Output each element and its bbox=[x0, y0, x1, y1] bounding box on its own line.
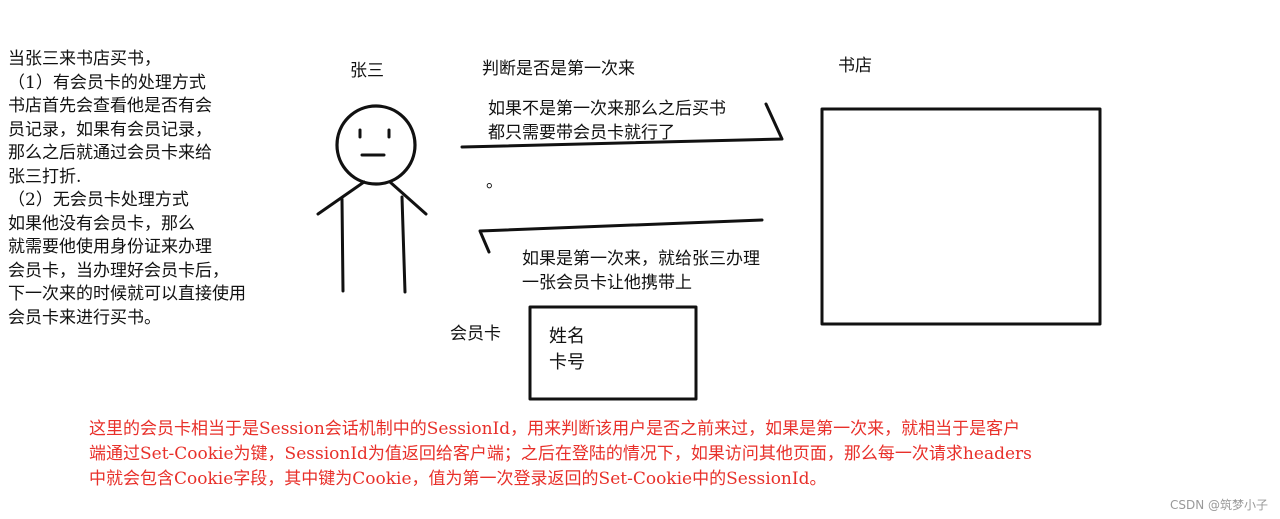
arrow-bottom-text: 如果是第一次来，就给张三办理 一张会员卡让他携带上 bbox=[522, 247, 760, 295]
arrow-bottom-line: 如果是第一次来，就给张三办理 bbox=[522, 249, 760, 269]
card-field-number: 卡号 bbox=[549, 352, 585, 373]
session-explanation: 这里的会员卡相当于是Session会话机制中的SessionId，用来判断该用户… bbox=[89, 417, 1032, 492]
shop-box bbox=[820, 107, 1102, 326]
member-card-box bbox=[528, 305, 698, 401]
arrow-to-person bbox=[478, 218, 764, 254]
note-line: 会员卡，当办理好会员卡后， bbox=[8, 260, 229, 281]
arrow-top-line: 都只需要带会员卡就行了 bbox=[488, 123, 675, 143]
question-label: 判断是否是第一次来 bbox=[482, 59, 635, 79]
note-line: 那么之后就通过会员卡来给 bbox=[8, 143, 212, 163]
left-notes: 当张三来书店买书， （1）有会员卡的处理方式 书店首先会查看他是否有会 员记录，… bbox=[8, 48, 246, 330]
arrow-bottom-line: 一张会员卡让他携带上 bbox=[522, 273, 692, 293]
person-head bbox=[335, 104, 417, 186]
person-label: 张三 bbox=[350, 61, 384, 81]
note-line: 下一次来的时候就可以直接使用 bbox=[8, 284, 246, 304]
explanation-line: 端通过Set-Cookie为键，SessionId为值返回给客户端；之后在登陆的… bbox=[89, 444, 1032, 464]
note-line: 会员卡来进行买书。 bbox=[8, 307, 161, 328]
arrow-to-shop bbox=[460, 102, 784, 149]
explanation-line: 这里的会员卡相当于是Session会话机制中的SessionId，用来判断该用户… bbox=[89, 419, 1021, 439]
card-field-name: 姓名 bbox=[549, 326, 585, 347]
note-line: （1）有会员卡的处理方式 bbox=[8, 72, 206, 93]
note-line: 当张三来书店买书， bbox=[8, 49, 161, 69]
note-line: 就需要他使用身份证来办理 bbox=[8, 237, 212, 257]
shop-label: 书店 bbox=[838, 56, 872, 76]
note-line: 张三打折. bbox=[8, 166, 82, 187]
person-left-side bbox=[316, 180, 366, 293]
person-right-side bbox=[388, 180, 428, 294]
explanation-line: 中就会包含Cookie字段，其中键为Cookie，值为第一次登录返回的Set-C… bbox=[89, 469, 827, 489]
note-line: 如果他没有会员卡，那么 bbox=[8, 213, 195, 234]
arrow-top-line: 如果不是第一次来那么之后买书 bbox=[488, 99, 726, 119]
note-line: （2）无会员卡处理方式 bbox=[8, 190, 189, 210]
arrow-top-text: 如果不是第一次来那么之后买书 都只需要带会员卡就行了 bbox=[488, 97, 726, 145]
note-line: 员记录，如果有会员记录， bbox=[8, 119, 212, 140]
watermark: CSDN @筑梦小子 bbox=[1169, 498, 1268, 512]
card-fields: 姓名 卡号 bbox=[549, 324, 585, 376]
card-label: 会员卡 bbox=[450, 324, 501, 344]
note-line: 书店首先会查看他是否有会 bbox=[8, 96, 212, 116]
stray-dot: 。 bbox=[486, 172, 503, 192]
